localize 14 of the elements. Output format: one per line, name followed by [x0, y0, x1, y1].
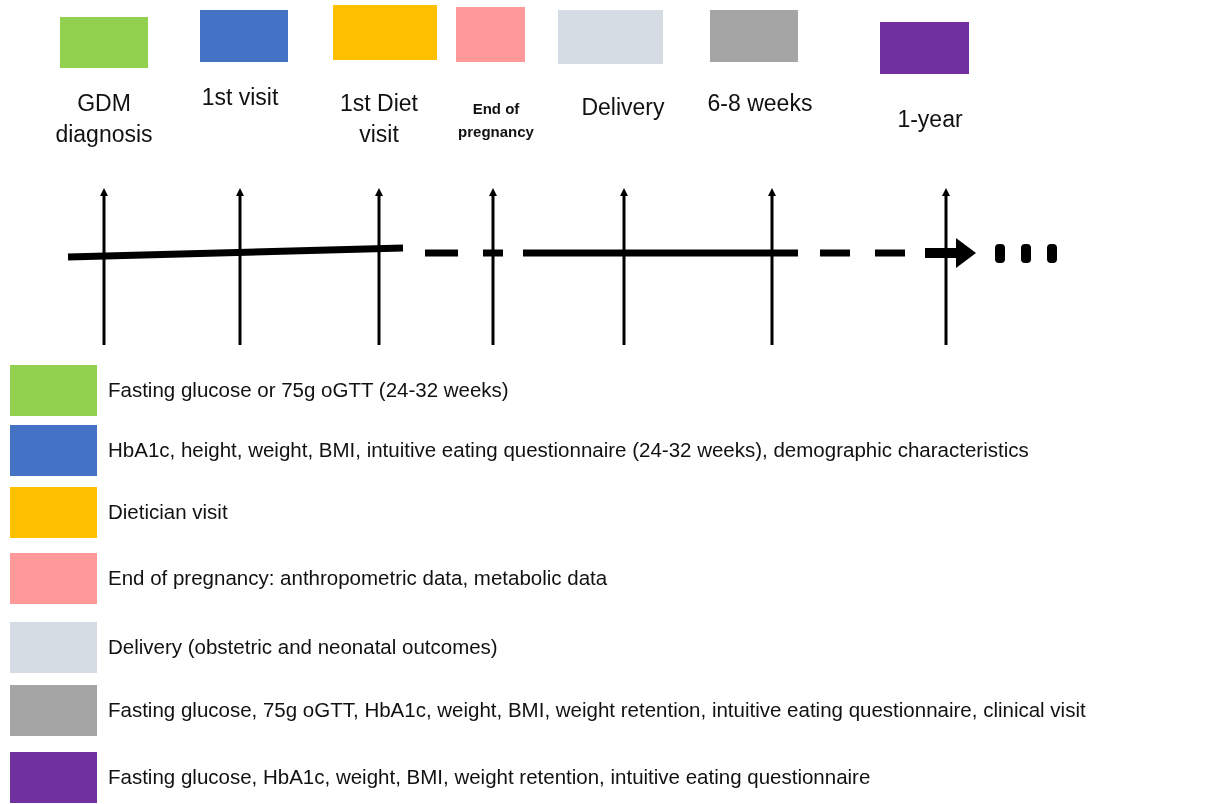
legend-text: Fasting glucose, 75g oGTT, HbA1c, weight, BMI, weight retention, intuitive eating questionnaire, clinical visit [108, 698, 1086, 722]
timepoint-label: 1st Diet visit [339, 89, 419, 150]
timepoint-label: GDM diagnosis [54, 89, 154, 150]
legend-text: End of pregnancy: anthropometric data, metabolic data [108, 566, 608, 590]
legend-text: Fasting glucose or 75g oGTT (24-32 weeks) [108, 378, 509, 402]
timepoint-label: Delivery [580, 93, 666, 122]
timepoint-label: 1-year [896, 105, 964, 134]
legend-text: Dietician visit [108, 500, 228, 524]
legend-text: HbA1c, height, weight, BMI, intuitive eating questionnaire (24-32 weeks), demographic characteristics [108, 438, 1029, 462]
timepoint-label: End of pregnancy [457, 99, 535, 142]
legend-text: Delivery (obstetric and neonatal outcomes) [108, 635, 498, 659]
legend-text: Fasting glucose, HbA1c, weight, BMI, weight retention, intuitive eating questionnaire [108, 765, 871, 789]
timepoint-label: 6-8 weeks [706, 89, 814, 118]
timepoint-label: 1st visit [200, 83, 280, 112]
